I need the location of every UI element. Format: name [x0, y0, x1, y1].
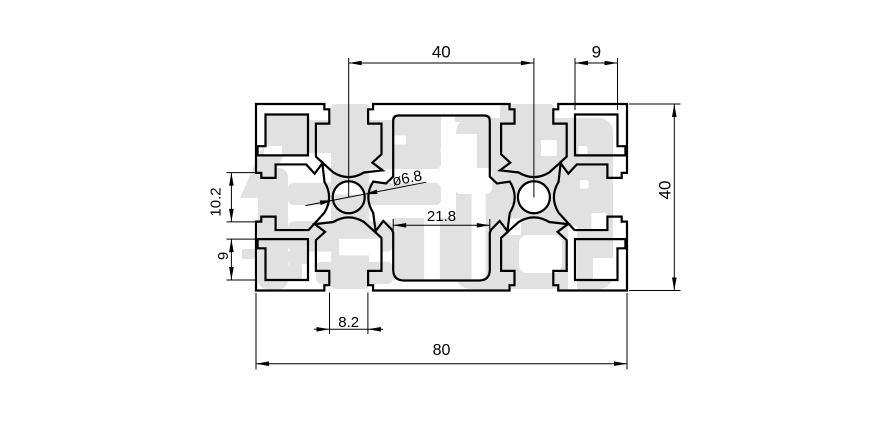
- svg-text:ø6.8: ø6.8: [391, 167, 424, 189]
- svg-text:9: 9: [592, 43, 601, 62]
- svg-text:10.2: 10.2: [208, 187, 225, 216]
- svg-text:9: 9: [215, 252, 232, 260]
- svg-text:40: 40: [432, 43, 451, 62]
- svg-text:40: 40: [656, 181, 675, 200]
- svg-text:21.8: 21.8: [427, 208, 456, 225]
- svg-text:80: 80: [433, 342, 451, 359]
- svg-text:8.2: 8.2: [338, 314, 359, 331]
